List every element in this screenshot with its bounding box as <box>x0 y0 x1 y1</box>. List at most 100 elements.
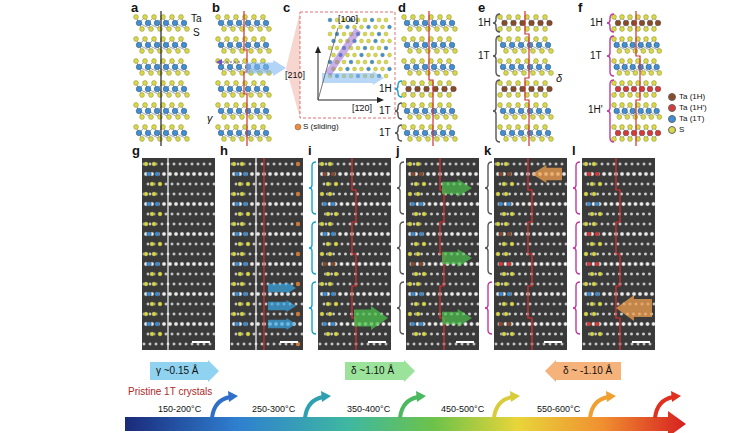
atom <box>291 291 297 297</box>
tas2-layer <box>402 81 457 98</box>
atom <box>258 182 262 186</box>
atom <box>246 272 251 277</box>
atom <box>249 93 254 98</box>
atom <box>331 231 337 237</box>
atom <box>173 201 179 207</box>
atom <box>294 332 298 336</box>
atom <box>631 86 637 92</box>
atom <box>543 59 548 64</box>
atom <box>522 115 527 120</box>
atom <box>276 182 280 186</box>
legend-swatch <box>295 124 301 130</box>
atom <box>158 212 163 217</box>
atom <box>206 242 210 246</box>
layer-brace <box>493 80 500 142</box>
atom <box>248 222 252 226</box>
atom <box>361 192 365 196</box>
atom <box>234 59 239 64</box>
atom <box>234 37 239 42</box>
atom <box>507 37 512 42</box>
zoom-wedge <box>286 12 300 118</box>
atom <box>649 71 654 76</box>
atom <box>243 291 249 297</box>
atom <box>158 242 162 246</box>
drawing-part <box>318 50 319 100</box>
tas2-layer <box>612 37 662 54</box>
atom <box>363 201 369 207</box>
atom <box>341 212 345 216</box>
atom <box>444 27 449 32</box>
atom <box>155 201 161 207</box>
atom <box>200 302 204 306</box>
atom <box>163 86 169 92</box>
atom <box>267 261 273 267</box>
atom <box>267 27 272 32</box>
atom <box>513 137 518 142</box>
atom <box>258 242 262 246</box>
atom <box>422 130 428 136</box>
atom <box>652 103 657 108</box>
atom <box>218 86 224 92</box>
tas2-layer <box>498 125 554 142</box>
atom <box>158 71 163 76</box>
atom <box>179 59 184 64</box>
atom <box>160 342 164 346</box>
atom <box>170 302 174 306</box>
atom <box>381 53 385 57</box>
layer-brace <box>493 14 500 32</box>
atom <box>321 201 327 207</box>
atom <box>402 81 407 86</box>
atom <box>252 125 257 130</box>
atom <box>179 15 184 20</box>
atom <box>184 312 188 316</box>
atom <box>272 252 276 256</box>
atom <box>191 261 197 267</box>
atom <box>258 272 262 276</box>
atom <box>273 201 279 207</box>
atom <box>182 302 186 306</box>
atom <box>208 312 212 316</box>
atom <box>379 252 383 256</box>
atom <box>498 93 503 98</box>
atom <box>155 171 161 177</box>
atom <box>633 115 638 120</box>
atom <box>644 15 649 20</box>
atom <box>184 222 188 226</box>
atom <box>191 231 197 237</box>
atom <box>377 46 381 50</box>
atom <box>160 192 164 196</box>
atom <box>288 272 292 276</box>
atom <box>440 20 446 26</box>
atom <box>543 37 548 42</box>
atom <box>628 137 633 142</box>
atom <box>200 182 204 186</box>
atom <box>248 282 252 286</box>
atom <box>270 272 274 276</box>
atom <box>182 272 186 276</box>
atom <box>531 49 536 54</box>
atom <box>647 130 653 136</box>
atom <box>337 171 343 177</box>
atom <box>196 312 200 316</box>
atom <box>252 37 257 42</box>
layer-brace <box>395 125 402 141</box>
atom <box>158 182 162 186</box>
atom <box>245 130 251 136</box>
atom <box>431 20 437 26</box>
atom <box>212 302 215 306</box>
atom <box>158 27 163 32</box>
atom <box>181 108 187 114</box>
boundary-line <box>429 11 433 146</box>
atom <box>655 20 661 26</box>
atom <box>202 192 206 196</box>
atom <box>282 332 286 336</box>
atom <box>342 222 346 226</box>
atom <box>196 222 200 226</box>
atom <box>614 42 620 48</box>
atom <box>612 125 617 130</box>
atom <box>294 272 298 276</box>
atom <box>536 130 542 136</box>
atom <box>170 212 174 216</box>
atom <box>513 49 518 54</box>
atom <box>184 282 188 286</box>
